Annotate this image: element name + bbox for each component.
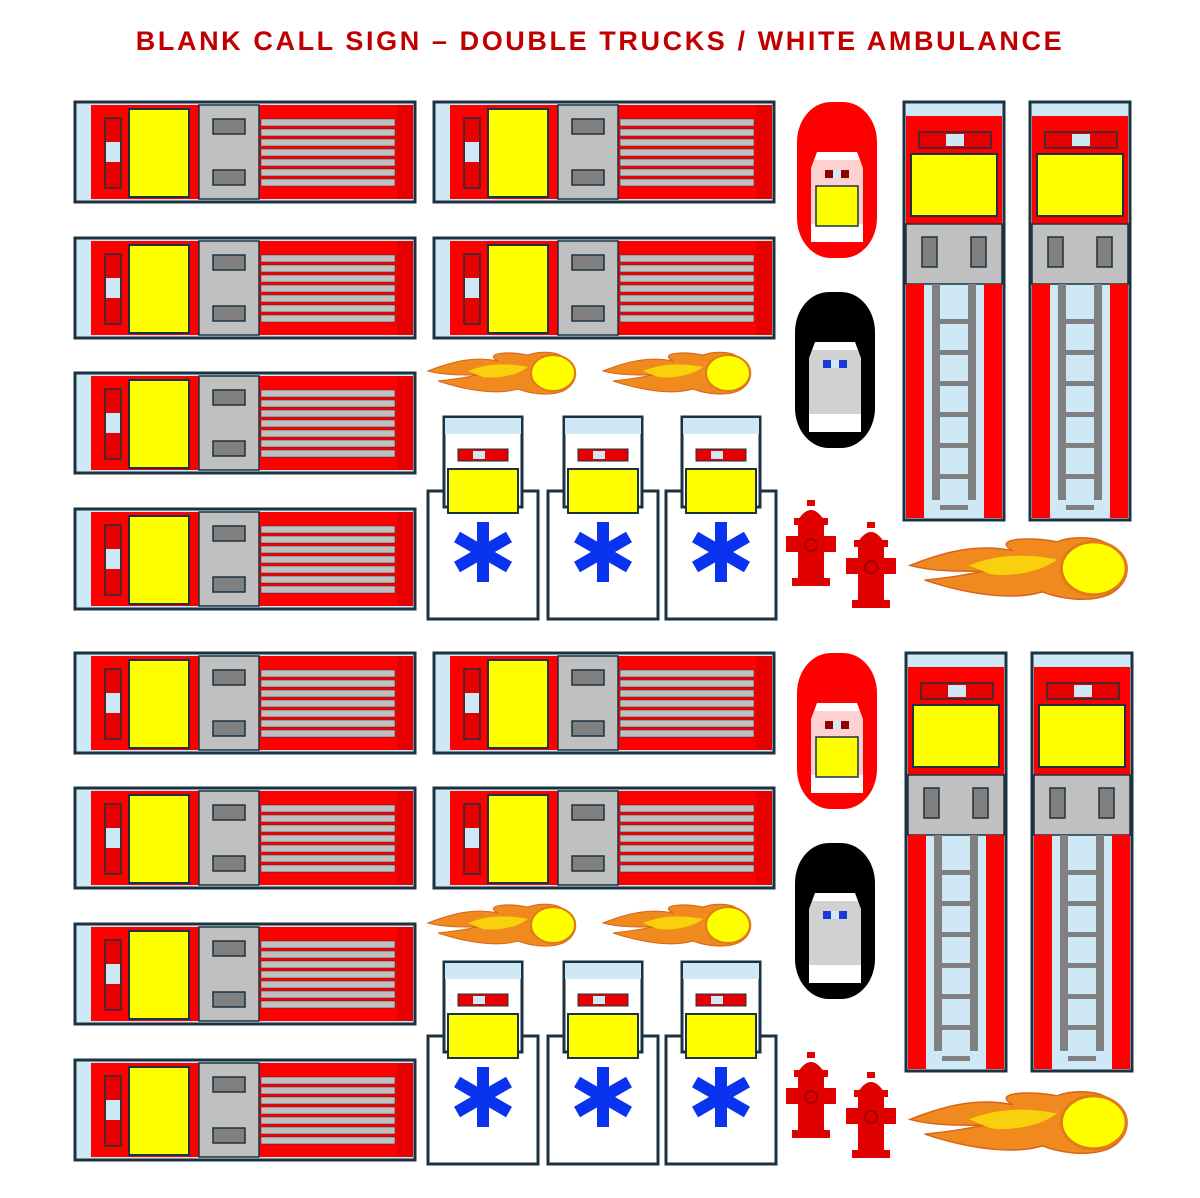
- fire-engine-2: [432, 100, 776, 204]
- ladder-truck-4: [1030, 651, 1134, 1073]
- ladder-truck-1: [902, 100, 1006, 522]
- fire-engine-5: [73, 371, 417, 475]
- fireball-4: [601, 903, 752, 947]
- page-title: BLANK CALL SIGN – DOUBLE TRUCKS / WHITE …: [135, 26, 1065, 56]
- fire-engine-11: [73, 922, 417, 1026]
- ambulance-1: [426, 415, 540, 621]
- fireball-5: [907, 537, 1128, 600]
- fireball-1: [426, 351, 577, 395]
- fire-engine-6: [73, 507, 417, 611]
- fire-chief-car-2: [797, 653, 877, 809]
- fire-hydrant-1: [786, 500, 836, 586]
- ladder-truck-2: [1028, 100, 1132, 522]
- police-car-2: [795, 843, 875, 999]
- police-car-1: [795, 292, 875, 448]
- ladder-truck-3: [904, 651, 1008, 1073]
- fire-engine-10: [432, 786, 776, 890]
- fire-engine-9: [73, 786, 417, 890]
- fire-engine-3: [73, 236, 417, 340]
- fire-hydrant-4: [846, 1072, 896, 1158]
- ambulance-4: [426, 960, 540, 1166]
- fire-hydrant-3: [786, 1052, 836, 1138]
- fireball-3: [426, 903, 577, 947]
- fire-hydrant-2: [846, 522, 896, 608]
- fireball-2: [601, 351, 752, 395]
- fire-engine-1: [73, 100, 417, 204]
- ambulance-3: [664, 415, 778, 621]
- fire-chief-car-1: [797, 102, 877, 258]
- fireball-6: [907, 1091, 1128, 1154]
- fire-engine-12: [73, 1058, 417, 1162]
- ambulance-6: [664, 960, 778, 1166]
- ambulance-5: [546, 960, 660, 1166]
- fire-engine-8: [432, 651, 776, 755]
- fire-engine-4: [432, 236, 776, 340]
- ambulance-2: [546, 415, 660, 621]
- fire-engine-7: [73, 651, 417, 755]
